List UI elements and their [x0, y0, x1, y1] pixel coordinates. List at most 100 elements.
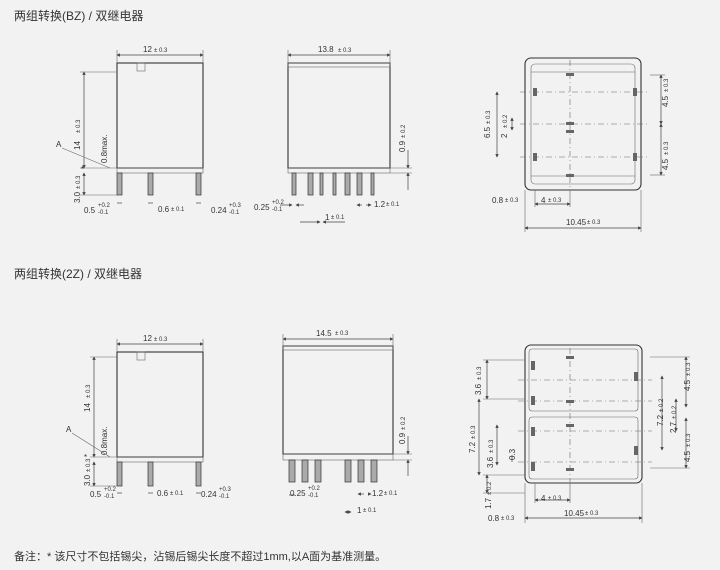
bz-side-a-label: A	[56, 140, 62, 149]
z2-footprint-pad	[566, 468, 574, 471]
z2-side-pin	[147, 461, 154, 487]
z2-front-gap-value: 0.9	[398, 432, 407, 444]
bz-front-pin	[370, 172, 375, 196]
bz-side-pin	[195, 172, 202, 196]
bz-footprint-pad	[566, 130, 574, 133]
z2-footprint-pad	[566, 400, 574, 403]
z2-side-height-value: 14	[83, 403, 92, 412]
z2-fp-45b-value: 4.5	[683, 450, 692, 462]
z2-front-body	[282, 345, 394, 455]
bz-side-pin05-value: 0.5	[84, 206, 96, 215]
z2-footprint-pad	[531, 361, 535, 370]
bz-fp-08-tol: ± 0.3	[505, 198, 519, 204]
section-title-bz: 两组转换(BZ) / 双继电器	[14, 8, 143, 23]
z2-side-pin06-value: 0.6	[157, 489, 169, 498]
z2-side-star: *	[84, 453, 87, 462]
z2-side-pin	[195, 461, 202, 487]
bz-footprint-pad	[533, 88, 537, 96]
z2-fp-72b-value: 7.2	[656, 414, 665, 426]
bz-front-pitch12-tol: ± 0.1	[386, 202, 400, 208]
z2-footprint-pad	[634, 372, 638, 381]
z2-front-pitch12-value: 1.2	[372, 489, 384, 498]
bz-footprint-pad	[566, 122, 574, 125]
bz-side-max-label: 0.8max.	[100, 135, 109, 163]
bz-front-pitch1-tol: ± 0.1	[331, 215, 345, 221]
bz-front-pin025-tol-dn: -0.1	[272, 207, 283, 213]
z2-front-pin	[357, 459, 365, 483]
z2-footprint-pad	[531, 396, 535, 405]
bz-front-pin	[344, 172, 351, 196]
z2-side-pin06-tol: ± 0.1	[170, 491, 184, 497]
z2-footprint-pad	[531, 427, 535, 436]
bz-fp-08-value: 0.8	[492, 196, 504, 205]
z2-fp-17-tol: ± 0.2	[487, 481, 493, 495]
z2-fp-45a-tol: ± 0.3	[686, 362, 692, 376]
bz-side-pin05-tol-dn: -0.1	[98, 210, 109, 216]
z2-front-pitch1-tol: ± 0.1	[363, 508, 377, 514]
bz-front-pin	[332, 172, 337, 196]
bz-front-pin	[291, 172, 297, 196]
z2-fp-1045-value: 10.45	[564, 509, 585, 518]
bz-front-view: 13.8 ± 0.3 0.9 ± 0.2 0.25 +0.2 -0.1 1 ± …	[254, 45, 412, 224]
bz-fp-1045-tol: ± 0.3	[587, 220, 601, 226]
z2-footprint-outline	[524, 344, 643, 484]
bz-front-pin	[319, 172, 324, 196]
z2-fp-72b-tol: ± 0.2	[659, 398, 665, 412]
bz-fp-45a-tol: ± 0.3	[664, 78, 670, 92]
bz-side-pin024-tol-up: +0.3	[229, 203, 242, 209]
z2-front-width-tol: ± 0.3	[335, 331, 349, 337]
bz-fp-1045-value: 10.45	[566, 218, 587, 227]
z2-front-pitch1-value: 1	[357, 506, 362, 515]
bz-side-pin06-tol: ± 0.1	[171, 207, 185, 213]
z2-front-pin025-tol-dn: -0.1	[308, 493, 319, 499]
z2-front-pin025-tol-up: +0.2	[308, 486, 321, 492]
z2-side-pin05-value: 0.5	[90, 490, 102, 499]
bz-front-gap-value: 0.9	[398, 140, 407, 152]
z2-side-body	[116, 351, 204, 458]
z2-side-a-label: A	[66, 425, 72, 434]
bz-side-width-tol: ± 0.3	[154, 48, 168, 54]
z2-fp-17-value: 1.7	[484, 497, 493, 509]
bz-footprint-pad	[566, 73, 574, 76]
z2-fp-08-tol: ± 0.3	[501, 516, 515, 522]
footnote: 备注：* 该尺寸不包括锡尖，沾锡后锡尖长度不超过1mm,以A面为基准测量。	[14, 551, 387, 563]
z2-side-pin024-tol-dn: -0.1	[219, 494, 230, 500]
z2-front-view: 14.5 ± 0.3 0.9 ± 0.2 0.25 +0.2 -0.1 1 ± …	[282, 329, 412, 515]
bz-side-pin024-tol-dn: -0.1	[229, 210, 240, 216]
z2-front-pin	[314, 459, 322, 483]
z2-side-pin-height-tol: ± 0.3	[86, 458, 92, 472]
z2-side-pin	[116, 461, 123, 487]
bz-side-pin06-value: 0.6	[158, 205, 170, 214]
bz-fp-45b-value: 4.5	[661, 158, 670, 170]
z2-fp-36a-value: 3.6	[474, 383, 483, 395]
z2-fp-36b-tol: ± 0.3	[489, 439, 495, 453]
bz-side-pin05-tol-up: +0.2	[98, 203, 111, 209]
bz-footprint-pad	[533, 153, 537, 161]
z2-footprint-pad	[566, 424, 574, 427]
z2-fp-4-tol: ± 0.3	[548, 496, 562, 502]
z2-side-pin-height-value: 3.0	[83, 474, 92, 486]
bz-side-pin-height-value: 3.0	[73, 191, 82, 203]
z2-fp-72a-tol: ± 0.3	[471, 425, 477, 439]
z2-front-pin025-value: 0.25	[290, 489, 306, 498]
bz-side-star: *	[81, 165, 84, 174]
bz-front-width-tol: ± 0.3	[338, 48, 352, 54]
z2-front-pin	[288, 459, 296, 483]
bz-front-gap-tol: ± 0.2	[401, 124, 407, 138]
bz-fp-2-tol: ± 0.2	[503, 114, 509, 128]
z2-fp-08-value: 0.8	[488, 514, 500, 523]
z2-side-width-tol: ± 0.3	[154, 337, 168, 343]
z2-side-width-value: 12	[143, 334, 152, 343]
z2-fp-27-value: 2.7	[669, 421, 678, 433]
bz-footprint-view: 6.5 ± 0.3 2 ± 0.2 4.5 ± 0.3 4.5 ± 0.3 4 …	[483, 57, 670, 232]
bz-side-view: 12 ± 0.3 14 ± 0.3 0.8max. A 3.0 ± 0.3 * …	[56, 45, 242, 216]
z2-side-pin05-tol-up: +0.2	[104, 487, 117, 493]
z2-front-width-value: 14.5	[316, 329, 332, 338]
z2-fp-36a-tol: ± 0.3	[477, 366, 483, 380]
bz-front-pitch1-value: 1	[325, 213, 330, 222]
z2-side-max-label: 0.8max.	[100, 427, 109, 455]
bz-side-pin-height-tol: ± 0.3	[76, 175, 82, 189]
bz-front-pin025-value: 0.25	[254, 203, 270, 212]
z2-side-height-tol: ± 0.3	[86, 384, 92, 398]
